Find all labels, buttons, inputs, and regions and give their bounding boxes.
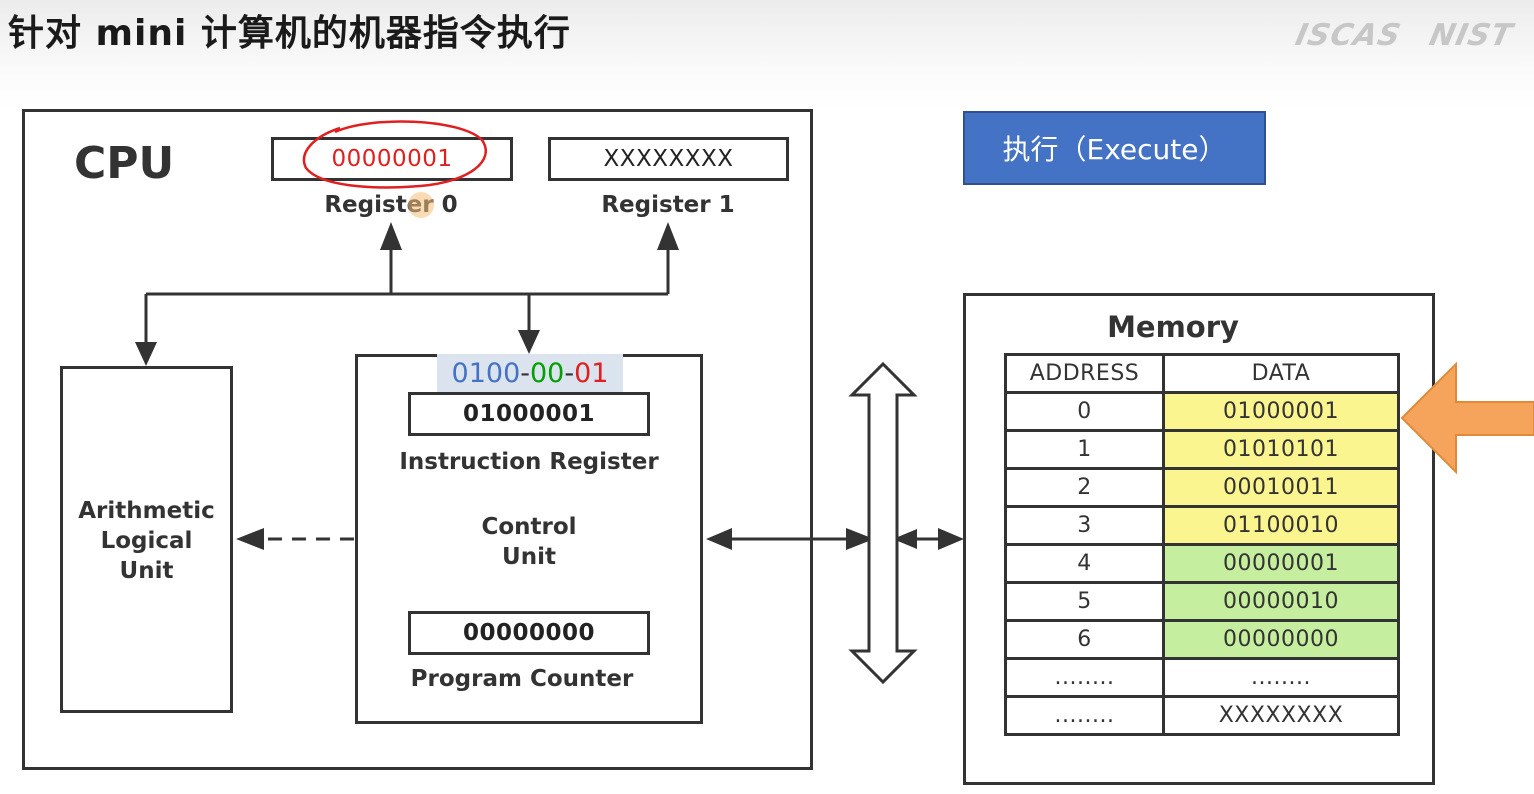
program-counter: 00000000 (408, 611, 650, 655)
control-unit-label-line-1: Control (481, 514, 577, 540)
memory-row: ........ ........ (1004, 657, 1400, 698)
execute-button[interactable]: 执行（Execute） (963, 111, 1266, 185)
memory-address: 3 (1004, 505, 1165, 546)
memory-row: 4 00000001 (1004, 543, 1400, 584)
alu-box (60, 366, 233, 713)
data-header: DATA (1162, 353, 1400, 394)
memory-address: ........ (1004, 695, 1165, 736)
register-1-label: Register 1 (601, 192, 735, 218)
memory-data: 01000001 (1162, 391, 1400, 432)
cursor-highlight (408, 192, 434, 218)
alu-label-line-1: Arithmetic (78, 498, 215, 524)
memory-data: XXXXXXXX (1162, 695, 1400, 736)
memory-row: ........ XXXXXXXX (1004, 695, 1400, 736)
memory-row: 1 01010101 (1004, 429, 1400, 470)
system-bus-arrow (848, 361, 918, 685)
memory-address: ........ (1004, 657, 1165, 698)
arrow-to-bus-from-memory (893, 529, 917, 549)
memory-data: 00000001 (1162, 543, 1400, 584)
cpu-label: CPU (74, 138, 175, 189)
instruction-register-value: 01000001 (462, 401, 596, 427)
instruction-register: 01000001 (408, 392, 650, 436)
memory-address: 0 (1004, 391, 1165, 432)
opcode-label: 0100-00-01 (437, 354, 623, 392)
alu-label-line-2: Logical (100, 528, 193, 554)
page-title: 针对 mini 计算机的机器指令执行 (8, 13, 571, 54)
arrow-to-register-1 (657, 222, 679, 250)
memory-data: 01010101 (1162, 429, 1400, 470)
memory-row: 0 01000001 (1004, 391, 1400, 432)
opcode-separator-1: - (520, 357, 530, 389)
program-counter-label: Program Counter (410, 666, 634, 692)
memory-data: 01100010 (1162, 505, 1400, 546)
memory-address: 1 (1004, 429, 1165, 470)
register-1: XXXXXXXX (548, 137, 789, 181)
memory-row: 2 00010011 (1004, 467, 1400, 508)
memory-label: Memory (1107, 310, 1239, 344)
address-header: ADDRESS (1004, 353, 1165, 394)
memory-row: 3 01100010 (1004, 505, 1400, 546)
alu-label: Arithmetic Logical Unit (60, 496, 233, 586)
memory-data: 00000000 (1162, 619, 1400, 660)
memory-table: ADDRESS DATA 0 01000001 1 01010101 2 000… (1004, 353, 1400, 736)
annotation-circle (302, 120, 487, 189)
opcode-part-3: 01 (574, 357, 609, 389)
memory-address: 6 (1004, 619, 1165, 660)
arrow-to-control-unit (518, 330, 540, 354)
register-1-value: XXXXXXXX (603, 146, 734, 172)
memory-header-row: ADDRESS DATA (1004, 353, 1400, 394)
memory-address: 2 (1004, 467, 1165, 508)
arrow-to-register-0 (380, 222, 402, 250)
memory-data: ........ (1162, 657, 1400, 698)
opcode-part-1: 0100 (451, 357, 521, 389)
memory-data: 00010011 (1162, 467, 1400, 508)
arrow-to-memory (938, 528, 964, 550)
instruction-register-label: Instruction Register (399, 449, 659, 475)
control-unit-label-line-2: Unit (502, 544, 556, 570)
arrow-to-alu-dashed (236, 528, 264, 550)
register-0-value: 00000001 (331, 146, 453, 172)
memory-row: 5 00000010 (1004, 581, 1400, 622)
opcode-part-2: 00 (530, 357, 565, 389)
control-unit-label: Control Unit (429, 512, 629, 572)
arrow-to-bus-right (846, 528, 874, 550)
arrow-to-control-unit-left (706, 528, 732, 550)
arrow-to-alu (135, 342, 157, 366)
register-0-label: Register 0 (324, 192, 458, 218)
memory-address: 5 (1004, 581, 1165, 622)
memory-pointer-arrow (1400, 361, 1534, 475)
memory-row: 6 00000000 (1004, 619, 1400, 660)
opcode-separator-2: - (564, 357, 575, 389)
alu-label-line-3: Unit (119, 558, 174, 584)
program-counter-value: 00000000 (462, 620, 596, 646)
memory-data: 00000010 (1162, 581, 1400, 622)
memory-address: 4 (1004, 543, 1165, 584)
